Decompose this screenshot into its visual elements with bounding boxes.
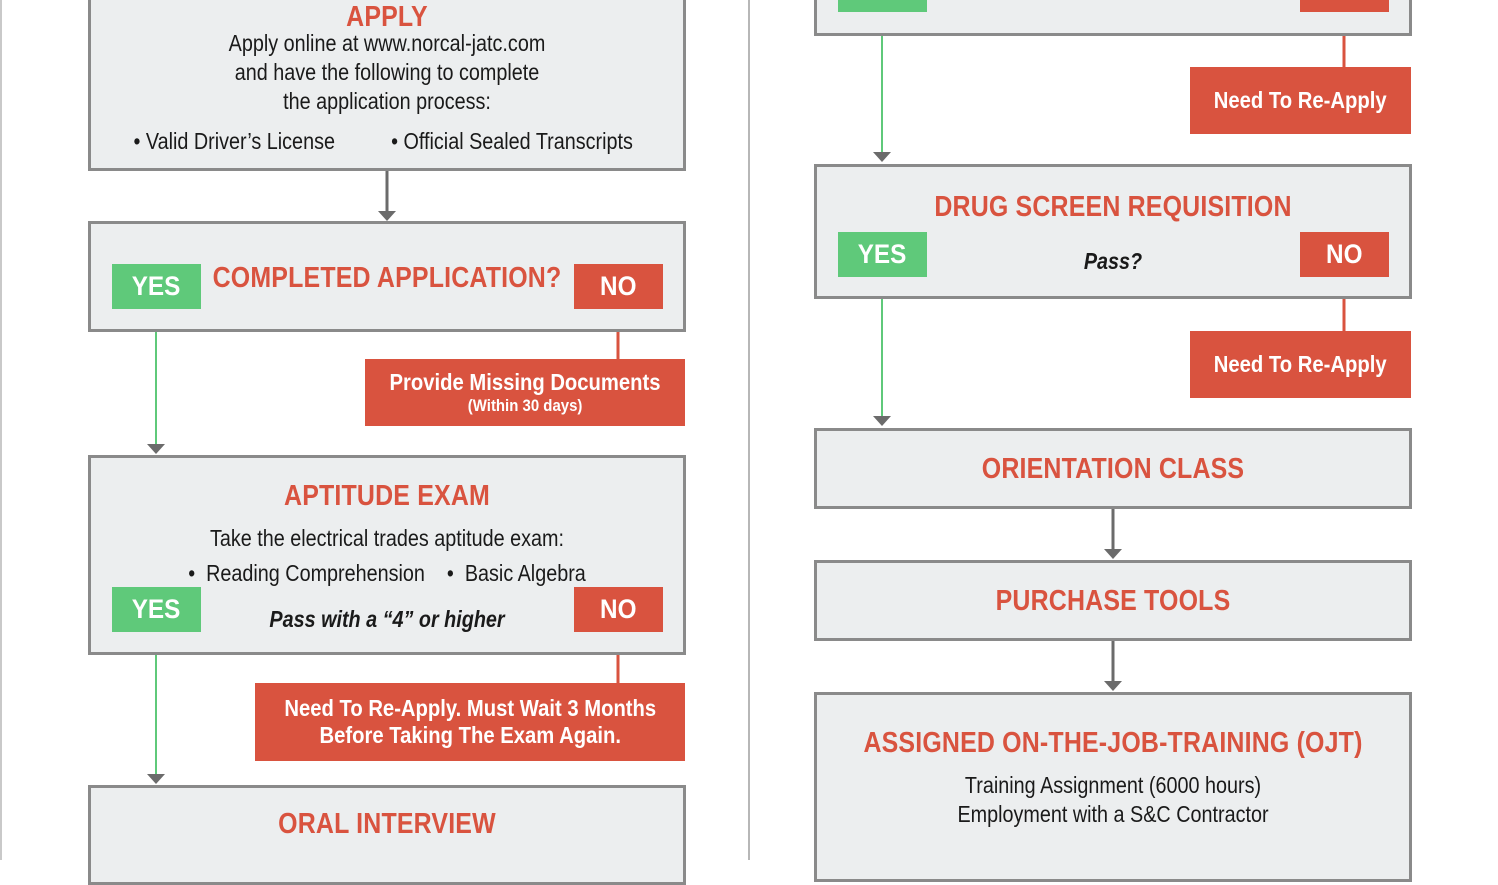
page-edge xyxy=(0,0,2,860)
drug-reapply-box: Need To Re-Apply xyxy=(1190,331,1411,398)
aptitude-exam-description: Take the electrical trades aptitude exam… xyxy=(209,525,565,551)
orientation-class-step: ORIENTATION CLASS xyxy=(814,428,1412,509)
apply-line-2: and have the following to complete xyxy=(234,59,540,85)
top-no-tag xyxy=(1300,0,1389,12)
purchase-tools-step: PURCHASE TOOLS xyxy=(814,560,1412,641)
apply-bullet-transcripts: • Official Sealed Transcripts xyxy=(391,128,633,154)
aptitude-yes-tag: YES xyxy=(112,587,201,632)
oral-interview-title: ORAL INTERVIEW xyxy=(278,808,496,840)
top-reapply-box: Need To Re-Apply xyxy=(1190,67,1411,134)
aptitude-exam-subjects: • Reading Comprehension • Basic Algebra xyxy=(188,560,586,586)
top-reapply-label: Need To Re-Apply xyxy=(1214,87,1387,113)
ojt-title: ASSIGNED ON-THE-JOB-TRAINING (OJT) xyxy=(863,727,1363,759)
aptitude-exam-title: APTITUDE EXAM xyxy=(284,480,490,512)
apply-title: APPLY xyxy=(346,1,428,33)
apply-line-1: Apply online at www.norcal-jatc.com xyxy=(228,30,546,56)
purchase-tools-title: PURCHASE TOOLS xyxy=(995,585,1231,617)
top-yes-tag xyxy=(838,0,927,12)
within-30-days-note: (Within 30 days) xyxy=(467,396,583,415)
completed-no-tag: NO xyxy=(574,264,663,309)
drug-screen-question: Pass? xyxy=(1083,248,1143,274)
aptitude-reapply-line-1: Need To Re-Apply. Must Wait 3 Months xyxy=(284,695,656,721)
completed-yes-tag: YES xyxy=(112,264,201,309)
provide-missing-documents-label: Provide Missing Documents xyxy=(389,369,661,395)
column-divider xyxy=(748,0,750,860)
oral-interview-step: ORAL INTERVIEW xyxy=(88,785,686,885)
apply-bullet-license: • Valid Driver’s License xyxy=(133,128,335,154)
completed-application-title: COMPLETED APPLICATION? xyxy=(212,262,562,294)
ojt-training-assignment: Training Assignment (6000 hours) xyxy=(964,772,1262,798)
drug-reapply-label: Need To Re-Apply xyxy=(1214,351,1387,377)
drug-screen-title: DRUG SCREEN REQUISITION xyxy=(934,191,1292,223)
provide-missing-documents-box: Provide Missing Documents (Within 30 day… xyxy=(365,359,685,426)
aptitude-pass-criteria: Pass with a “4” or higher xyxy=(269,606,505,632)
aptitude-reapply-box: Need To Re-Apply. Must Wait 3 Months Bef… xyxy=(255,683,685,761)
drug-yes-tag: YES xyxy=(838,232,927,277)
aptitude-reapply-line-2: Before Taking The Exam Again. xyxy=(319,722,621,748)
apply-line-3: the application process: xyxy=(283,88,491,114)
ojt-employment: Employment with a S&C Contractor xyxy=(957,801,1269,827)
ojt-step: ASSIGNED ON-THE-JOB-TRAINING (OJT) Train… xyxy=(814,692,1412,882)
apply-step: APPLY Apply online at www.norcal-jatc.co… xyxy=(88,0,686,171)
drug-no-tag: NO xyxy=(1300,232,1389,277)
orientation-class-title: ORIENTATION CLASS xyxy=(981,453,1245,485)
aptitude-no-tag: NO xyxy=(574,587,663,632)
